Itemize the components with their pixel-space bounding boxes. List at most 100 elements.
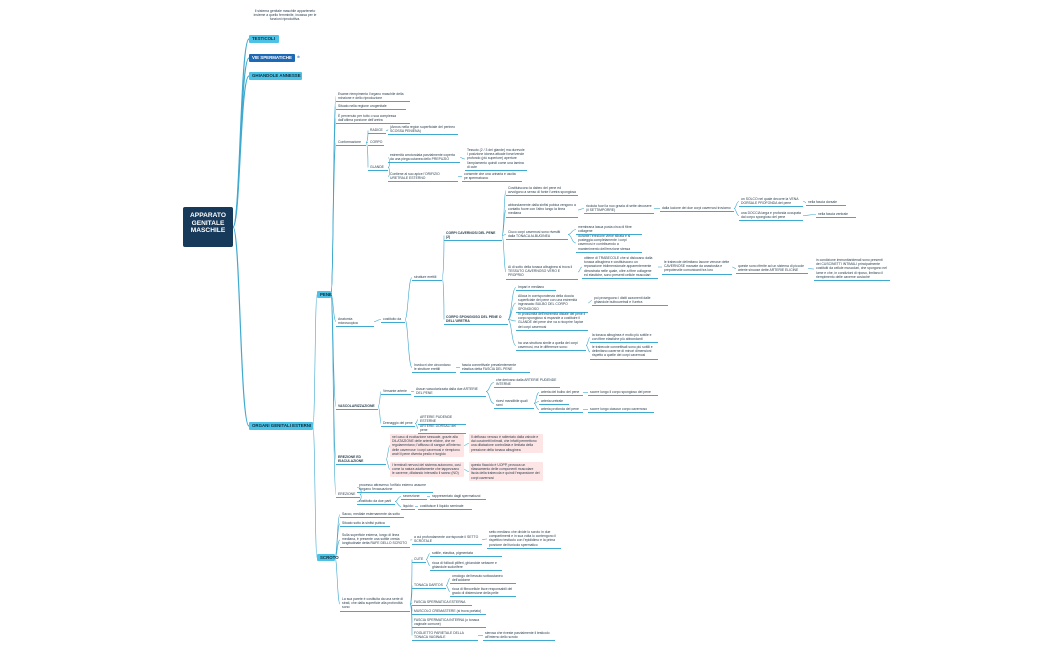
erez-e1: nel caso di eccitazione sessuale, grazie… [390, 434, 464, 458]
connector-line [373, 319, 382, 322]
branch-ghiandole-annesse[interactable]: GHIANDOLE ANNESSE [249, 72, 302, 80]
layer-cremastere: MUSCOLO CREMASTERE (si trova portato) [412, 608, 486, 616]
vasc-v1c3a: scorre lungo ciascun corpo cavernoso [588, 406, 654, 414]
spong-c4b: le trabecole connettivali sono più sotti… [590, 344, 658, 360]
branch-testicoli[interactable]: TESTICOLI [249, 35, 279, 43]
connector-line [441, 235, 445, 278]
vasc-v1a: Assun vascolarizzata dalla due ARTERIE D… [414, 386, 486, 398]
erez-e2a: questo flaccido è UOPP, provoca un rilas… [469, 462, 543, 481]
spong-c4: ha una struttura simile a quella dei cor… [516, 340, 586, 352]
scroto-s3: Sulla superficie esterna, lungo di linea… [340, 532, 410, 548]
node-vascolarizzazione: VASCOLARIZZAZIONE [336, 403, 378, 411]
node-anatomia: Anatomia microscopica [336, 316, 374, 328]
cav-b2d: una DOCCIA larga e profonda occupata dal… [739, 210, 803, 222]
pene-intro-1: Esame riempimento l'organo maschile dell… [336, 91, 410, 103]
spong-c3: In prossimità dell'estremità distale del… [516, 311, 588, 331]
scroto-s1: Sacco, mediale esternamente da sotto [340, 511, 404, 519]
vasc-v2a: ARTERIE PUDENDE ESTERNE [418, 414, 466, 426]
erez2-r2a2: rappresentato dagli spermatozoi [430, 493, 486, 501]
scroto-s2: Situato sotto la sinfisi pubica [340, 520, 390, 528]
erez2-r2b2: costituisce il liquido seminale [418, 503, 472, 511]
glande-text-1b: Tessuto (2 / 3 del glande) ma durevole /… [465, 147, 527, 172]
cav-b4a: ottiene di TRABECOLE che si dislocano da… [582, 255, 658, 280]
cav-b2d2: nella fascia ventrale [816, 211, 856, 219]
connector-line [330, 294, 337, 407]
cav-b3a: membrana lasua posta circa di fibre coll… [576, 224, 642, 236]
connector-line [330, 96, 337, 295]
cav-b2c2: nella fascia dorsale [806, 199, 846, 207]
spong-c1: Impari e mediano [516, 284, 556, 292]
connector-line [507, 319, 517, 346]
cav-b2b: dalla lucione dei due corpi cavernosi tr… [660, 205, 734, 213]
vasc-v1b: che derivano dalla ARTERIE PUDENDE INTER… [494, 377, 560, 389]
layer-fascia-esterna: FASCIA SPERMATICA ESTERNA [412, 599, 472, 607]
root-title[interactable]: APPARATO GENITALE MASCHILE [183, 207, 233, 247]
vasc-v2b: ARTERIE DORSALI del pene [418, 423, 466, 435]
branch-organi-genitali-esterni[interactable]: ORGANI GENITALI ESTERNI [249, 422, 313, 430]
node-corpo: CORPO [368, 139, 384, 147]
glande-text-2b: consente che una urinaria e uscita pe sp… [462, 171, 522, 183]
connector-line [232, 57, 250, 228]
intro-text: Il sistema genitale maschile apparteneto… [253, 9, 317, 21]
cav-b3: Ciuco corpi cavernosi sono rivestiti dal… [506, 229, 568, 241]
vasc-v1: Versante arterie [381, 388, 411, 396]
node-pene[interactable]: PENE [317, 291, 332, 298]
erez2-r2b: liquido: [401, 503, 415, 511]
erez-e1a: Il deflusso venoso è rallentato dalla va… [469, 434, 543, 453]
connector-line [802, 214, 817, 216]
connector-line [485, 382, 495, 392]
scroto-s3a: a cui profondamente corrisponde il SETTO… [412, 534, 482, 546]
dartos-1: omologo del tessuto sottocutaneo dell'ad… [450, 573, 516, 585]
erez2-r2: costituito da due parti [357, 498, 395, 506]
connector-line [312, 294, 318, 427]
erez2-r2a: secrezione: [401, 493, 427, 501]
cav-b4d: in condizione immunitaridenali sono pres… [814, 257, 890, 282]
cav-b1: Costituiscono la dabeo del pene ed avvol… [506, 185, 578, 197]
cav-b2c: un SOLCO nel quale decorre la VENA DORSA… [739, 196, 803, 208]
connector-line [404, 319, 413, 368]
connector-line [232, 75, 250, 228]
glande-text-1: estremità arrotondata parzialmente coper… [388, 152, 460, 164]
node-radice: RADICE [368, 127, 386, 135]
cav-b2: abbondamente dalla sinfisi pubica vengon… [506, 202, 578, 218]
spong-c4a: la tonaca albuginea è molto più sottile … [590, 332, 658, 344]
node-conformazione: Conformazione [336, 139, 366, 147]
connector-line [507, 319, 517, 322]
glande-text-2: Contiene al suo apice l'ORIFIZIO URETRAL… [388, 171, 458, 183]
branch-vie-spermatiche[interactable]: VIE SPERMATICHE [249, 54, 295, 62]
node-scroto[interactable]: SCROTO [317, 554, 339, 561]
node-erezione: EREZIONE [336, 491, 360, 499]
expand-icon[interactable]: ⊕ [297, 55, 300, 59]
scroto-s4: La sua parete è costituita da una serie … [340, 596, 410, 612]
connector-line [330, 106, 337, 295]
layer-tonaca-vaginale: FOGLIETTO PARIETALE DELLA TONACA VAGINAL… [412, 630, 478, 642]
connector-line [232, 226, 250, 427]
vasc-v1c3: arteria profonda del pene [539, 406, 583, 414]
spong-c2a: poi proseguono i distti azzonenti dalle … [592, 295, 668, 307]
node-corpo-spongioso: CORPO SPONGIOSO DEL PENE O DELL'URETRA [444, 314, 508, 326]
vasc-v1c: ricevi mandibile quali rami [494, 398, 534, 410]
connector-line [567, 229, 577, 235]
connector-line [485, 391, 495, 404]
involucri-a: fascia connettivale prevalentemente elas… [460, 362, 530, 374]
cute-1: sottile, elastica, pigmentata [430, 550, 502, 558]
layer-tonaca-vaginale-note: sierosa che riveste parzialmente il test… [483, 630, 555, 642]
pene-intro-2: Situato nella regione urogenitale [336, 103, 406, 111]
cav-b4b: le trabecole delimitano lacune venose de… [662, 259, 732, 275]
node-tonaca-dartos: TONACA DARTOS [412, 582, 446, 590]
connector-line [330, 142, 337, 295]
node-strutture-erettili: strutture erettili [412, 274, 442, 282]
connector-line [312, 425, 318, 558]
erez-e2: I terminali nervosi del sistema autonomo… [390, 462, 464, 477]
vasc-v1c1a: scorre lungo il corpo spongioso del pene [588, 389, 658, 397]
cav-b2a: ricoluta fuori la nuo grazia di sette de… [584, 203, 654, 215]
connector-line [567, 234, 577, 244]
node-corpi-cavernosi: CORPI CAVERNOSI DEL PENE (2) [444, 230, 502, 242]
node-cute: CUTE [412, 556, 426, 564]
scroto-s3b: setto mediano che divide lo scroto in du… [487, 529, 561, 549]
cav-b4c: queste sono riferite ad un sistema di pi… [736, 263, 808, 275]
vasc-v1c1: arteria del bulbo del pene [539, 389, 583, 397]
connector-line [507, 287, 517, 320]
node-glande: GLANDE [368, 164, 388, 172]
vasc-v1c2: arteria uretrale [539, 398, 569, 406]
